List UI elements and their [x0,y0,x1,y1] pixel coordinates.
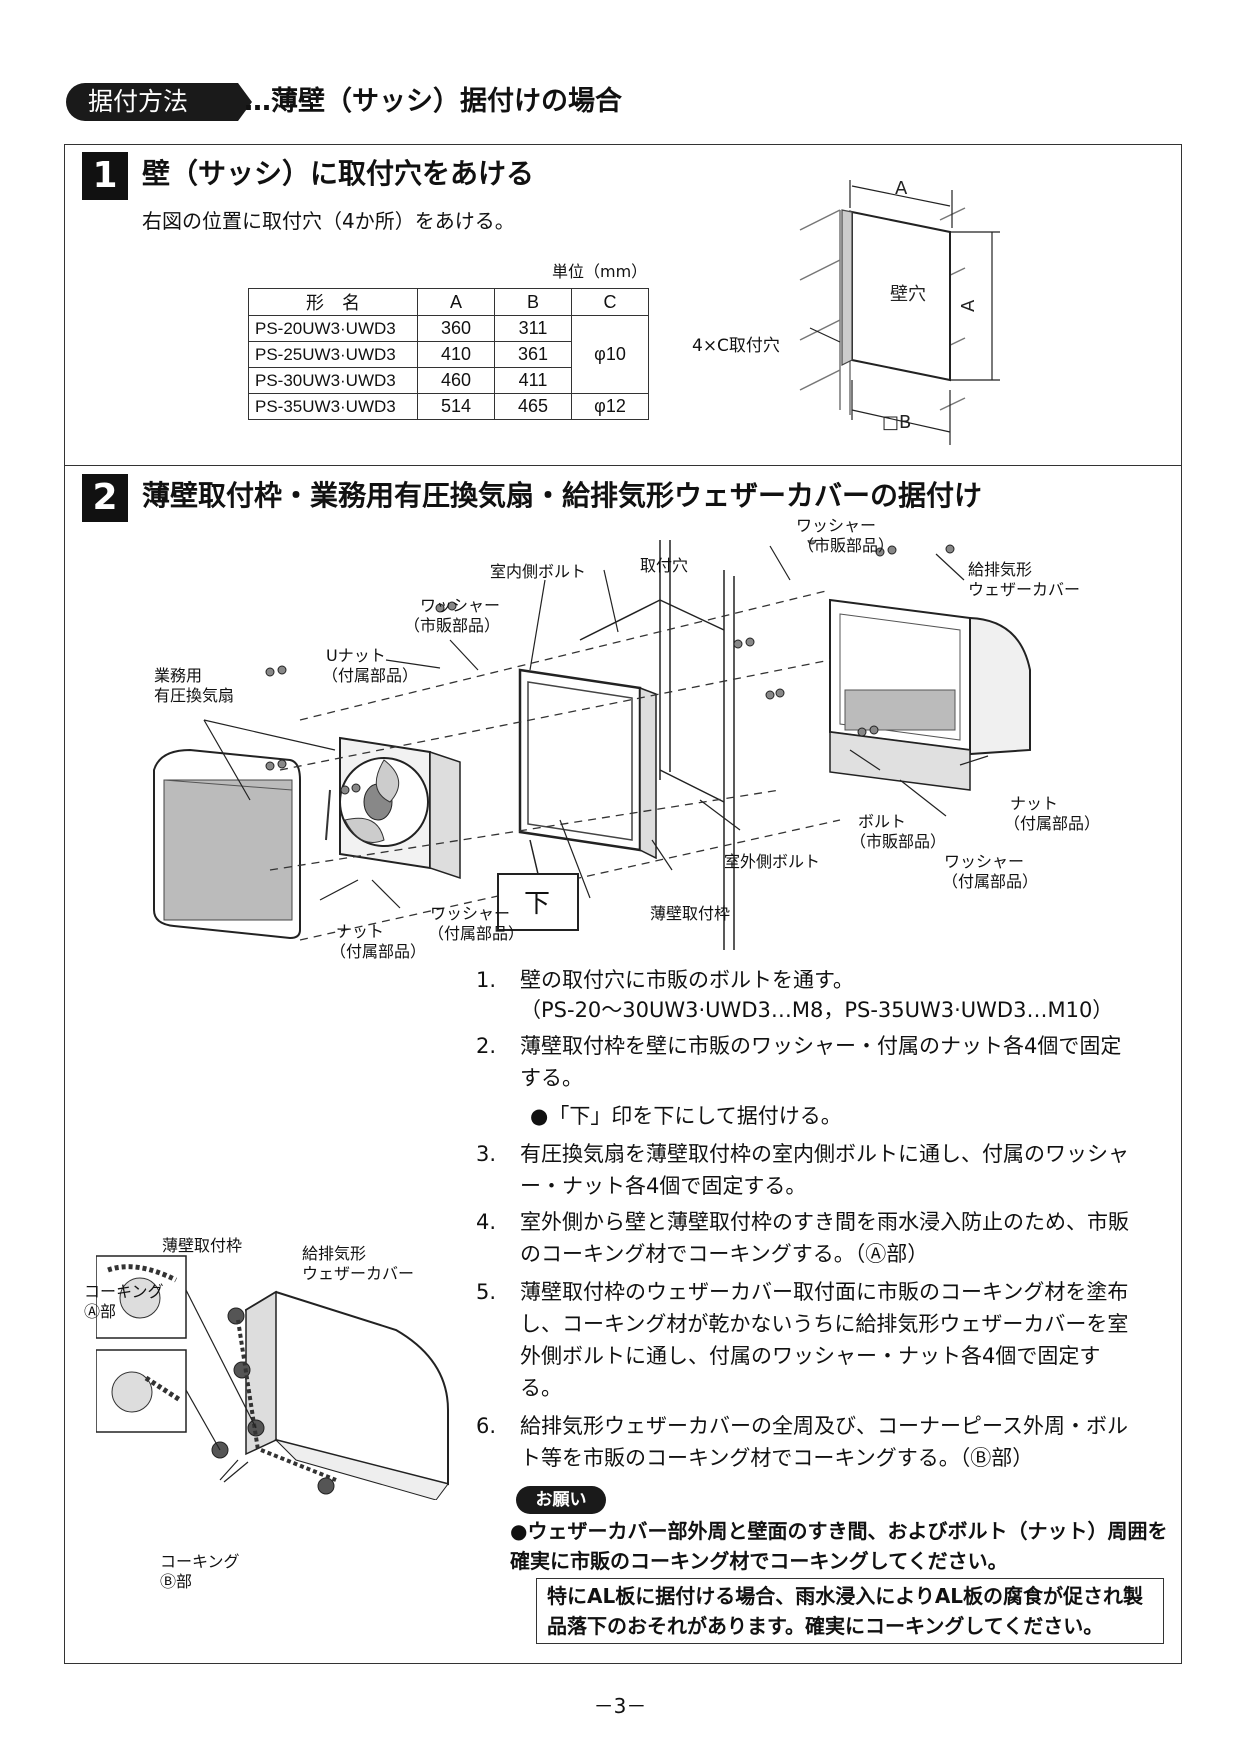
instruction-number: 4. [476,1210,497,1234]
table-header: 形 名 [248,288,418,316]
table-cell-a: 360 [417,315,495,342]
table-cell-a: 410 [417,341,495,368]
label-fan-2: 有圧換気扇 [154,686,235,705]
instruction-number: 2. [476,1034,497,1058]
instruction-item: 1. 壁の取付穴に市販のボルトを通す。 [476,964,1140,996]
table-cell-b: 465 [494,393,572,420]
label-washer-top-sub: （市販部品） [798,536,895,555]
table-row: PS-35UW3·UWD3 514 465 φ12 [248,393,649,420]
step1-title: 壁（サッシ）に取付穴をあける [142,157,535,190]
label-washer-left-sub: （市販部品） [404,616,501,635]
caulk-label-b-2: Ⓑ部 [160,1572,193,1591]
table-cell-b: 411 [494,367,572,394]
label-frame: 薄壁取付枠 [650,904,731,923]
down-mark-label: 下 [524,889,550,919]
request-badge: お願い [516,1486,606,1514]
table-cell-a: 514 [417,393,495,420]
label-nut-bottom-sub: （付属部品） [330,942,427,961]
dim-label-b: □B [882,412,911,433]
hole-label: 壁穴 [890,284,926,305]
instruction-number: 3. [476,1142,497,1166]
instruction-item: （PS-20～30UW3·UWD3…M8，PS-35UW3·UWD3…M10） [476,994,1140,1026]
warning-box: 特にAL板に据付ける場合、雨水浸入によりAL板の腐食が促され製品落下のおそれがあ… [536,1578,1164,1644]
dim-label-a-top: A [895,178,908,199]
dim-label-a-side: A [958,299,979,312]
label-outdoor-bolt: 室外側ボルト [724,852,821,871]
caulk-label-b-1: コーキング [160,1552,240,1571]
instruction-text: 壁の取付穴に市販のボルトを通す。 [520,968,854,992]
label-washer-right: ワッシャー [944,852,1025,871]
instruction-text: （PS-20～30UW3·UWD3…M8，PS-35UW3·UWD3…M10） [520,998,1114,1022]
label-washer-right-sub: （付属部品） [942,872,1039,891]
mount-hole-label: 4×C取付穴 [692,336,780,356]
step-divider [64,465,1182,466]
caulking-diagram [96,1255,449,1500]
down-mark-note: ●「下」印を下にして据付ける。 [530,1104,842,1128]
label-bolt-sub: （市販部品） [850,832,947,851]
table-cell-model: PS-30UW3·UWD3 [248,367,418,394]
instruction-number: 1. [476,968,497,992]
label-weather-cover-2: ウェザーカバー [968,580,1081,599]
dimension-table: 形 名 A B C PS-20UW3·UWD3 360 311 φ10 PS-2… [248,288,649,420]
request-text: ●ウェザーカバー部外周と壁面のすき間、およびボルト（ナット）周囲を確実に市販のコ… [510,1519,1168,1573]
caulk-label-a-2: Ⓐ部 [84,1302,117,1321]
table-cell-c: φ10 [571,315,649,394]
label-nut-right-sub: （付属部品） [1004,814,1101,833]
step2-title: 薄壁取付枠・業務用有圧換気扇・給排気形ウェザーカバーの据付け [142,479,983,512]
table-cell-b: 361 [494,341,572,368]
label-u-nut: Uナット [326,646,386,665]
label-washer-bottom-sub: （付属部品） [428,924,525,943]
label-u-nut-sub: （付属部品） [322,666,419,685]
instruction-item: 2. 薄壁取付枠を壁に市販のワッシャー・付属のナット各4個で固定する。 [476,1030,1140,1094]
table-row: PS-20UW3·UWD3 360 311 φ10 [248,315,649,394]
table-header-row: 形 名 A B C [248,288,649,316]
table-header: B [494,288,572,316]
caulk-label-cover-2: ウェザーカバー [302,1264,415,1283]
label-weather-cover-1: 給排気形 [968,560,1033,579]
assembly-diagram: 下 [153,540,1031,950]
instruction-item: 3. 有圧換気扇を薄壁取付枠の室内側ボルトに通し、付属のワッシャー・ナット各4個で… [476,1138,1140,1202]
label-nut-bottom: ナット [336,922,385,941]
table-row: PS-25UW3·UWD3 410 361 [248,341,649,368]
table-cell-b: 311 [494,315,572,342]
instruction-item: 5. 薄壁取付枠のウェザーカバー取付面に市販のコーキング材を塗布し、コーキング材が… [476,1276,1140,1404]
unit-label: 単位（mm） [552,262,648,281]
instruction-text: 有圧換気扇を薄壁取付枠の室内側ボルトに通し、付属のワッシャー・ナット各4個で固定… [520,1142,1129,1198]
table-cell-c: φ12 [571,393,649,420]
instruction-number: 6. [476,1414,497,1438]
wall-hole-diagram: A A 壁穴 □B [799,178,1000,445]
label-bolt: ボルト [858,812,907,831]
label-mount-hole: 取付穴 [640,556,689,575]
caulk-label-frame: 薄壁取付枠 [162,1236,243,1255]
table-row: PS-30UW3·UWD3 460 411 [248,367,649,394]
table-header: A [417,288,495,316]
step1-description: 右図の位置に取付穴（4か所）をあける。 [142,209,515,233]
label-indoor-bolt: 室内側ボルト [490,562,587,581]
caulk-label-a-1: コーキング [84,1282,164,1301]
table-cell-model: PS-35UW3·UWD3 [248,393,418,420]
content-frame [64,144,1182,1664]
instruction-text: 薄壁取付枠を壁に市販のワッシャー・付属のナット各4個で固定する。 [520,1034,1122,1090]
instruction-item: 4. 室外側から壁と薄壁取付枠のすき間を雨水浸入防止のため、市販のコーキング材でコ… [476,1206,1140,1270]
instruction-number: 5. [476,1280,497,1304]
instruction-text: 室外側から壁と薄壁取付枠のすき間を雨水浸入防止のため、市販のコーキング材でコーキ… [520,1210,1129,1266]
section-tag: 据付方法 [66,83,252,121]
page-number: －3－ [593,1694,647,1718]
label-nut-right: ナット [1010,794,1059,813]
label-washer-bottom: ワッシャー [430,904,511,923]
label-washer-left: ワッシャー [420,596,501,615]
label-fan-1: 業務用 [154,666,203,685]
table-cell-model: PS-20UW3·UWD3 [248,315,418,342]
instruction-text: 給排気形ウェザーカバーの全周及び、コーナーピース外周・ボルト等を市販のコーキング… [520,1414,1128,1470]
instruction-text: 薄壁取付枠のウェザーカバー取付面に市販のコーキング材を塗布し、コーキング材が乾か… [520,1280,1129,1400]
table-cell-a: 460 [417,367,495,394]
step2-number: 2 [82,474,128,522]
caulk-label-cover-1: 給排気形 [302,1244,367,1263]
label-washer-top: ワッシャー [796,516,877,535]
table-header: C [571,288,649,316]
instruction-item: 6. 給排気形ウェザーカバーの全周及び、コーナーピース外周・ボルト等を市販のコーキ… [476,1410,1140,1474]
section-subtitle: …薄壁（サッシ）据付けの場合 [244,86,622,117]
step1-number: 1 [82,152,128,200]
table-cell-model: PS-25UW3·UWD3 [248,341,418,368]
